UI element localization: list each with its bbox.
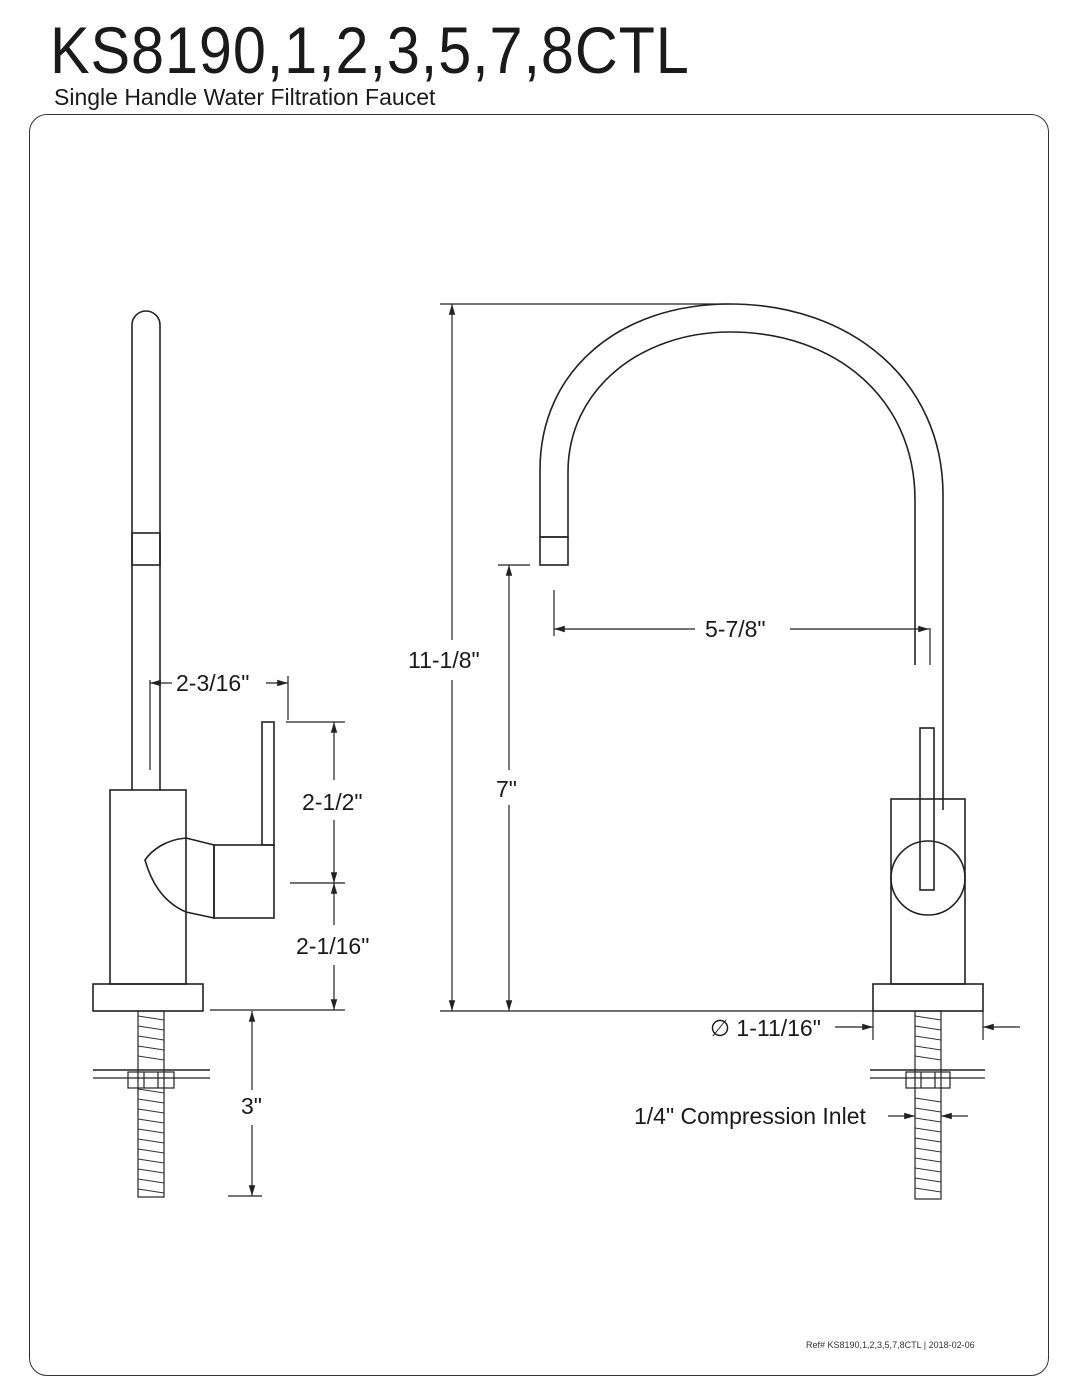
- front-lever: [919, 727, 935, 891]
- dim-spout-height: 7": [496, 776, 517, 802]
- side-threaded-shank: [137, 1010, 165, 1198]
- side-handle-block: [213, 844, 275, 919]
- dim-base-diameter: ∅ 1-11/16": [710, 1015, 821, 1041]
- side-view: 2-3/16" 2-1/2" 2-1/16" 3": [92, 310, 369, 1198]
- front-view: 11-1/8" 7" 5-7/8" ∅ 1-11/16" 1/4" Compre…: [408, 303, 1020, 1200]
- front-base: [872, 983, 984, 1012]
- front-spout-inner: [567, 331, 916, 665]
- dim-spout-reach: 5-7/8": [705, 616, 766, 642]
- front-body: [890, 798, 966, 985]
- dim-handle-offset: 2-3/16": [176, 670, 249, 696]
- drawing-frame: [29, 114, 1049, 1376]
- inlet-label: 1/4" Compression Inlet: [634, 1103, 866, 1129]
- page-title: KS8190,1,2,3,5,7,8CTL: [50, 13, 690, 87]
- side-spout-tube: [131, 310, 161, 790]
- front-spout-tip: [539, 536, 569, 566]
- side-handle-hub: [144, 837, 187, 913]
- front-nut: [905, 1071, 951, 1089]
- side-body: [109, 789, 187, 985]
- reference-note: Ref# KS8190,1,2,3,5,7,8CTL | 2018-02-06: [806, 1340, 975, 1350]
- side-nut: [127, 1071, 175, 1089]
- dim-overall-height: 11-1/8": [408, 647, 480, 673]
- front-spout-outer: [539, 303, 944, 810]
- dim-handle-height: 2-1/2": [302, 789, 363, 815]
- dim-body-height: 2-1/16": [296, 933, 369, 959]
- front-handle-hub: [890, 840, 966, 916]
- side-spout-band: [131, 532, 161, 566]
- dim-shank-length: 3": [241, 1093, 262, 1119]
- side-lever: [261, 721, 275, 846]
- front-threaded-shank: [914, 1010, 942, 1200]
- page-subtitle: Single Handle Water Filtration Faucet: [54, 84, 436, 110]
- side-base: [92, 983, 204, 1012]
